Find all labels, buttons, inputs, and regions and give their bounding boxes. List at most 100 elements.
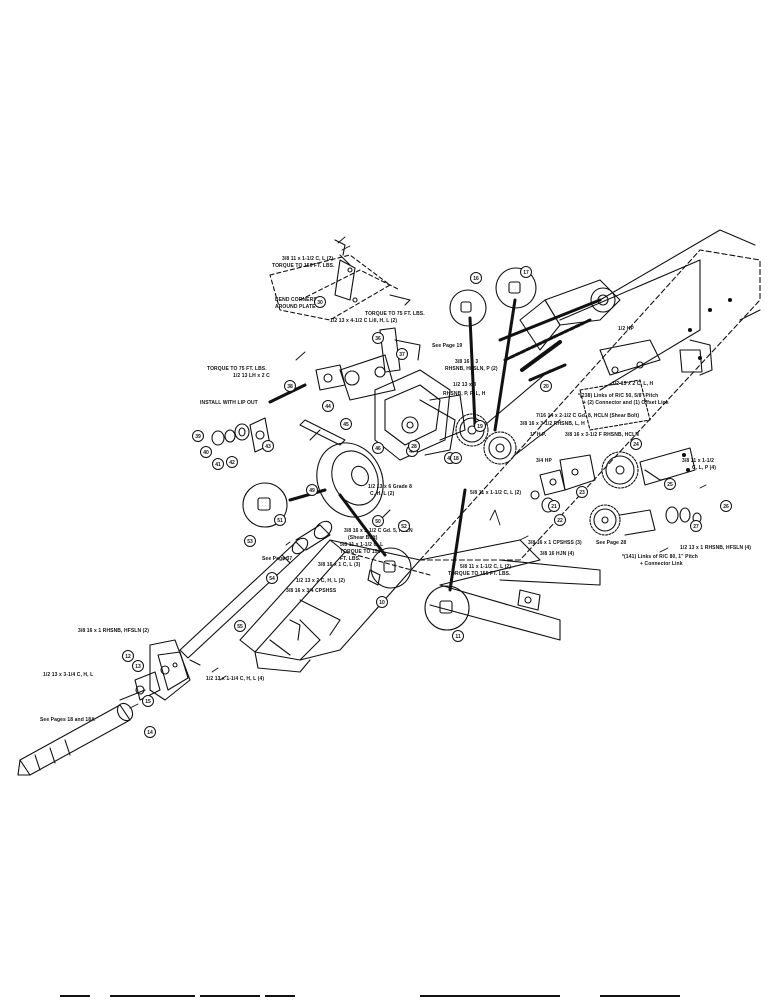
pto-yoke	[17, 639, 201, 776]
callout-number: 39	[192, 430, 204, 442]
label-bolt-spec: 3/8 11 x 1-1/2 C, L (2)	[282, 256, 334, 262]
callout-number: 12	[122, 650, 134, 662]
label-page-ref: See Page 28	[596, 540, 627, 546]
detail-circle-4	[370, 547, 412, 589]
footer-rules	[60, 995, 680, 997]
label-chain-spec: + Connector Link	[640, 561, 683, 567]
label-bolt-spec: C, H, L (2)	[370, 491, 395, 497]
label-torque: TORQUE TO 150 FT. LBS.	[448, 571, 511, 577]
callout-number: 51	[274, 514, 286, 526]
callout-number: 44	[322, 400, 334, 412]
label-bolt-spec: 1/2 13 x 3-1/4 C, H, L	[43, 672, 94, 678]
drive-shaft	[179, 520, 333, 659]
label-page-ref: See Pages 18 and 18A	[40, 717, 95, 723]
callout-number: 15	[142, 695, 154, 707]
label-bolt-spec: 3/8 16 x 1 C, L (3)	[318, 562, 361, 568]
callout-number: 28	[408, 440, 420, 452]
callout-number: 16	[470, 272, 482, 284]
detail-circle-1	[449, 289, 487, 327]
callout-number: 38	[284, 380, 296, 392]
callout-number: 53	[244, 535, 256, 547]
callout-number: 55	[234, 620, 246, 632]
label-chain-spec: *(238) Links of R/C 50, 5/8" Pitch	[578, 393, 659, 399]
label-bolt-spec: 1/2 13 LH x 2 C	[233, 373, 270, 379]
label-bolt-spec: 3/8 16 x 2-1/2 C Gd. 5, HTLN	[344, 528, 413, 534]
callout-number: 36	[372, 332, 384, 344]
callout-number: 22	[554, 514, 566, 526]
sprocket-lower-right	[589, 504, 702, 536]
label-bolt-spec: 3/8 11 x 1-1/2	[682, 458, 714, 464]
callout-number: 46	[372, 442, 384, 454]
label-bolt-spec: 1/2 13 x 3	[453, 382, 477, 388]
label-bolt-spec: 1/2 13 x 1 RHSNB, HFSLN (4)	[680, 545, 752, 551]
label-bolt-spec: 5/8 11 x 1-1/2 C, L	[340, 542, 384, 548]
label-bolt-spec: 7/16 14 x 2-1/2 C Gd. 8, HCLN (Shear Bol…	[536, 413, 640, 419]
label-torque: TORQUE TO 75 FT. LBS.	[365, 311, 425, 317]
label-page-ref: See Page 19	[432, 343, 463, 349]
callout-number: 20	[540, 380, 552, 392]
label-chain-spec: + (2) Connector and (1) Offset Link	[583, 400, 669, 406]
label-bolt-spec: 1/2 13 x 4-1/2 C Lill, H, L (2)	[330, 318, 398, 324]
large-pulley	[299, 419, 391, 521]
drive-chain	[498, 298, 602, 382]
gearbox-assembly	[339, 327, 466, 461]
callout-number: 40	[200, 446, 212, 458]
label-note: (Shear Bolt)	[348, 535, 378, 541]
label-bolt-spec: RHSNB, HFSLN, P (2)	[445, 366, 498, 372]
label-bolt-spec: 1/2 13 x 6 Grade 8	[368, 484, 413, 490]
label-bolt-spec: 1/2 13 x 1-1/4 C, H, L (4)	[206, 676, 265, 682]
callout-number: 11	[452, 630, 464, 642]
label-note: AROUND PLATE	[275, 304, 316, 310]
callout-number: 21	[548, 500, 560, 512]
label-note: BEND CORNERS	[275, 297, 317, 303]
detail-circle-3	[242, 482, 288, 528]
hardware-bits	[129, 236, 707, 709]
callout-number: 10	[376, 596, 388, 608]
callout-number: 42	[226, 456, 238, 468]
callout-number: 18	[450, 452, 462, 464]
label-torque: FT. LBS.	[340, 556, 361, 562]
label-chain-spec: *(141) Links of R/C 80, 1" Pitch	[622, 554, 698, 560]
label-hp: 1/2 HP	[618, 326, 634, 332]
label-hp: 3/4 HP	[536, 458, 552, 464]
label-bolt-spec: 3/8 16 x 3/4 CPSHSS	[286, 588, 337, 594]
label-torque: TORQUE TO 150	[340, 549, 381, 555]
label-bolt-spec: 1/2 13 x 2 C, H, L (2)	[296, 578, 346, 584]
label-bolt-spec: 3/8 16 HJN (4)	[540, 551, 575, 557]
callout-number: 14	[144, 726, 156, 738]
sprocket-big-right	[601, 447, 696, 489]
label-bolt-spec: 5/8 11 x 1-1/2 C, L (2)	[470, 490, 522, 496]
callout-number: 19	[474, 420, 486, 432]
label-bolt-spec: RHSNB, P, F, L, H	[443, 391, 486, 397]
callout-number: 30	[314, 296, 326, 308]
callout-number: 43	[262, 440, 274, 452]
label-torque: TORQUE TO 75 FT. LBS.	[207, 366, 267, 372]
callout-number: 41	[212, 458, 224, 470]
callout-number: 13	[132, 660, 144, 672]
detail-circle-5	[424, 585, 470, 631]
callout-number: 50	[372, 515, 384, 527]
callout-number: 37	[396, 348, 408, 360]
callout-number: 45	[340, 418, 352, 430]
label-page-ref: See Page 37	[262, 556, 293, 562]
label-torque: TORQUE TO 150 FT. LBS.	[272, 263, 335, 269]
label-bolt-spec: 3/8 16 x 3-1/2 F RHSNB, HCLN	[565, 432, 639, 438]
callout-number: 23	[576, 486, 588, 498]
label-bolt-spec: 3/8 16 x 1 CPSHSS (3)	[528, 540, 582, 546]
label-bolt-spec: 3/8 16 x 3-1/2 RHSNB, L, H	[520, 421, 585, 427]
upper-mount-plate	[269, 239, 411, 321]
callout-number: 17	[520, 266, 532, 278]
label-bolt-spec: 3/8 16 x 1 RHSNB, HFSLN (2)	[78, 628, 150, 634]
callout-number: 24	[630, 438, 642, 450]
callout-number: 54	[266, 572, 278, 584]
label-bolt-spec: 1/2 13 x 2 C, L, H	[612, 381, 654, 387]
callout-number: 26	[720, 500, 732, 512]
callout-number: 27	[690, 520, 702, 532]
detail-leaders	[268, 298, 517, 592]
callout-number: 52	[398, 520, 410, 532]
callout-number: 25	[664, 478, 676, 490]
callout-number: 49	[306, 484, 318, 496]
label-bolt-spec: 5/8 11 x 1-1/2 C, L (2)	[460, 564, 512, 570]
label-note: INSTALL WITH LIP OUT	[200, 400, 258, 406]
